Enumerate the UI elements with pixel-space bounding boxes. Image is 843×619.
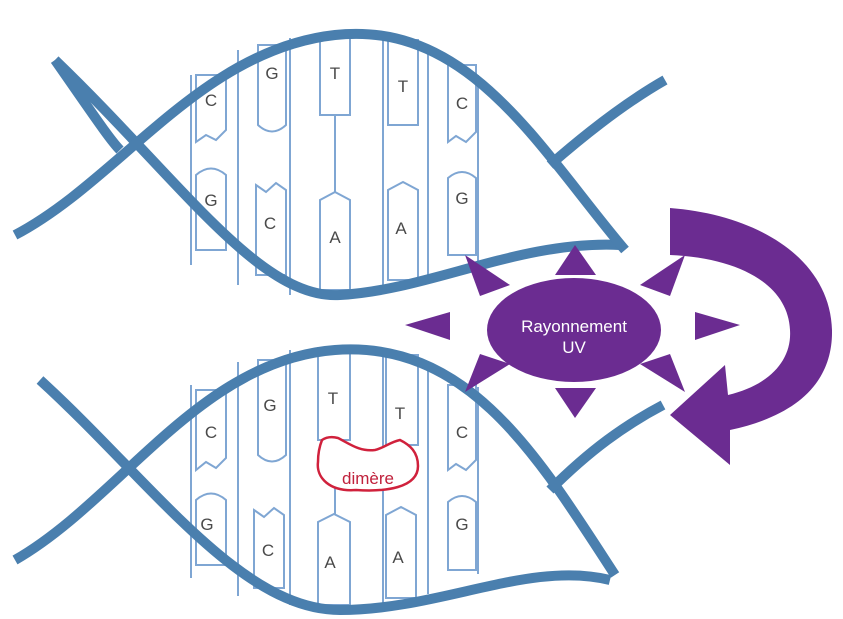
svg-text:G: G [455,515,468,534]
thymine-dimer: dimère [316,435,420,492]
bottom-dna-helix: C G T T C dimère [12,344,666,616]
svg-text:T: T [395,404,405,423]
top-strand-1-tail [546,75,668,169]
base-a: A [387,180,419,281]
svg-text:A: A [395,219,407,238]
base-c: C [253,506,285,589]
svg-text:C: C [456,423,468,442]
svg-text:G: G [265,64,278,83]
base-c: C [255,181,287,276]
svg-text:C: C [205,423,217,442]
base-a: A [319,190,351,291]
bottom-lower-bases: G C A A G [195,492,477,606]
svg-text:A: A [324,553,336,572]
base-t: T [317,347,351,441]
bottom-upper-bases: C G T T C [195,347,477,473]
svg-text:C: C [262,541,274,560]
svg-text:C: C [264,214,276,233]
base-c: C [447,64,477,144]
dimer-outline [316,435,420,492]
sun-icon [405,245,740,418]
bottom-strand-1-tail [546,400,666,494]
dimer-label: dimère [342,469,394,488]
top-strand-2 [12,28,629,254]
base-g: G [257,44,287,133]
base-t: T [319,34,351,116]
base-g: G [447,171,477,256]
svg-text:T: T [330,64,340,83]
svg-text:A: A [392,548,404,567]
svg-text:C: C [456,94,468,113]
svg-text:A: A [329,228,341,247]
svg-text:G: G [263,396,276,415]
base-t: T [385,354,419,446]
uv-label-line2: UV [562,338,586,357]
uv-source: Rayonnement UV [405,245,740,418]
bottom-strand-2 [12,344,620,578]
top-dna-helix: C G T T C G [12,28,668,301]
top-strand-1-head [50,57,124,154]
top-strand-1 [51,56,621,301]
base-a: A [385,505,417,599]
svg-text:G: G [455,189,468,208]
svg-text:G: G [200,515,213,534]
svg-text:C: C [205,91,217,110]
base-a: A [317,512,351,606]
top-upper-bases: C G T T C [195,34,477,144]
base-t: T [387,39,419,126]
uv-label-line1: Rayonnement [521,317,627,336]
base-g: G [257,359,287,463]
top-lower-bases: G C A A G [195,167,477,291]
svg-text:G: G [204,191,217,210]
svg-text:T: T [398,77,408,96]
base-g: G [447,495,477,571]
curved-arrow-icon [670,208,833,465]
svg-text:T: T [328,389,338,408]
